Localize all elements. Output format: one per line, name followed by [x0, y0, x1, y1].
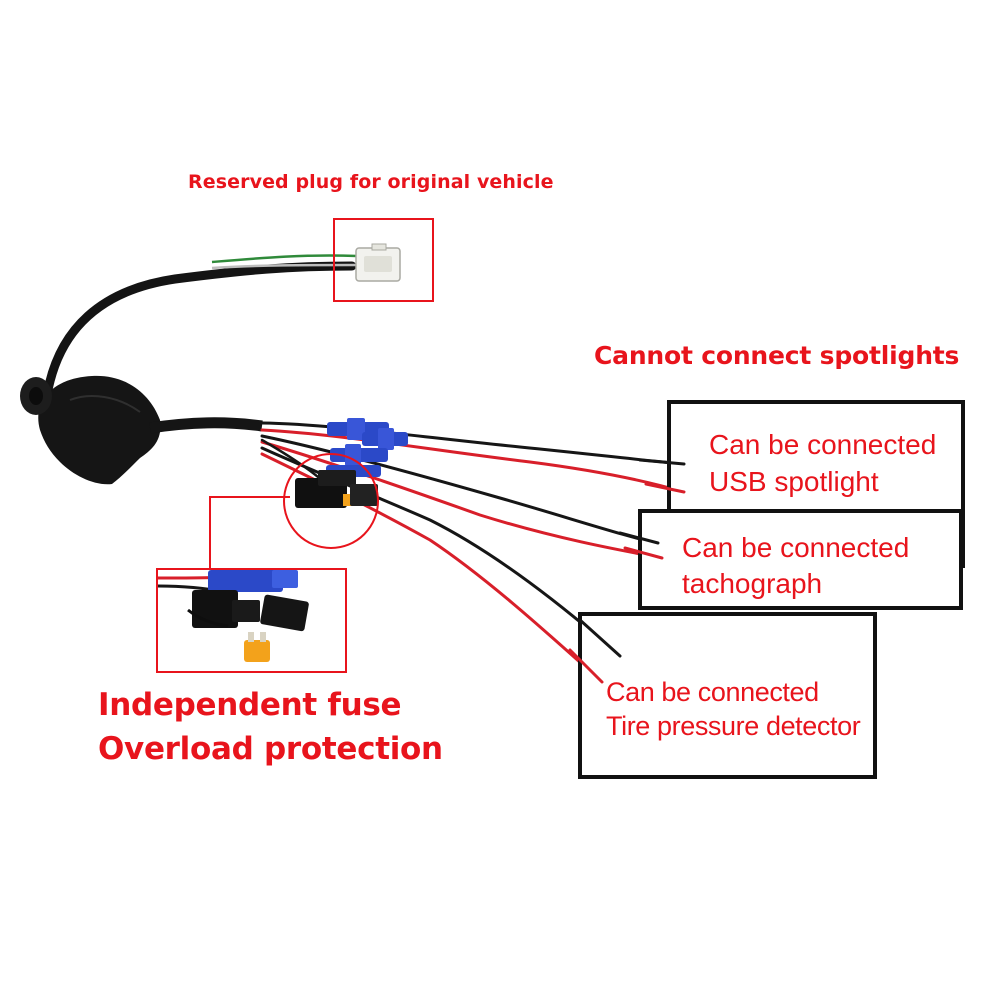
junction-boot	[20, 375, 161, 485]
device-box-tachograph: Can be connected tachograph	[638, 509, 963, 610]
device-box-line1: Can be connected	[682, 532, 910, 563]
device-box-line1: Can be connected	[606, 677, 819, 707]
plug-wire-green	[211, 254, 358, 264]
device-box-text: Can be connected tachograph	[682, 530, 909, 602]
device-box-tire-pressure: Can be connected Tire pressure detector	[578, 612, 877, 779]
fuse-highlight-circle	[283, 453, 379, 549]
device-box-line2: Tire pressure detector	[606, 711, 861, 741]
device-box-line2: USB spotlight	[709, 466, 879, 497]
device-box-line1: Can be connected	[709, 429, 937, 460]
fuse-inset	[156, 568, 347, 673]
fuse-callout-line	[209, 496, 290, 569]
plug-wire-white	[211, 263, 358, 270]
cannot-connect-label: Cannot connect spotlights	[594, 341, 960, 370]
reserved-plug-frame	[333, 218, 434, 302]
device-box-text: Can be connected USB spotlight	[709, 426, 936, 500]
reserved-plug-label: Reserved plug for original vehicle	[188, 171, 554, 193]
main-cable	[43, 261, 357, 395]
blue-connectors	[326, 418, 408, 477]
fuse-label-line1: Independent fuse	[98, 687, 402, 723]
fuse-label: Independent fuse Overload protection	[98, 683, 443, 771]
device-box-text: Can be connected Tire pressure detector	[606, 675, 861, 743]
device-box-line2: tachograph	[682, 568, 823, 599]
reserved-plug-connector	[355, 243, 401, 282]
fuse-label-line2: Overload protection	[98, 731, 443, 767]
fuse-amber	[244, 640, 270, 662]
fuse-holder	[295, 470, 378, 508]
bundle-cable	[149, 417, 263, 434]
